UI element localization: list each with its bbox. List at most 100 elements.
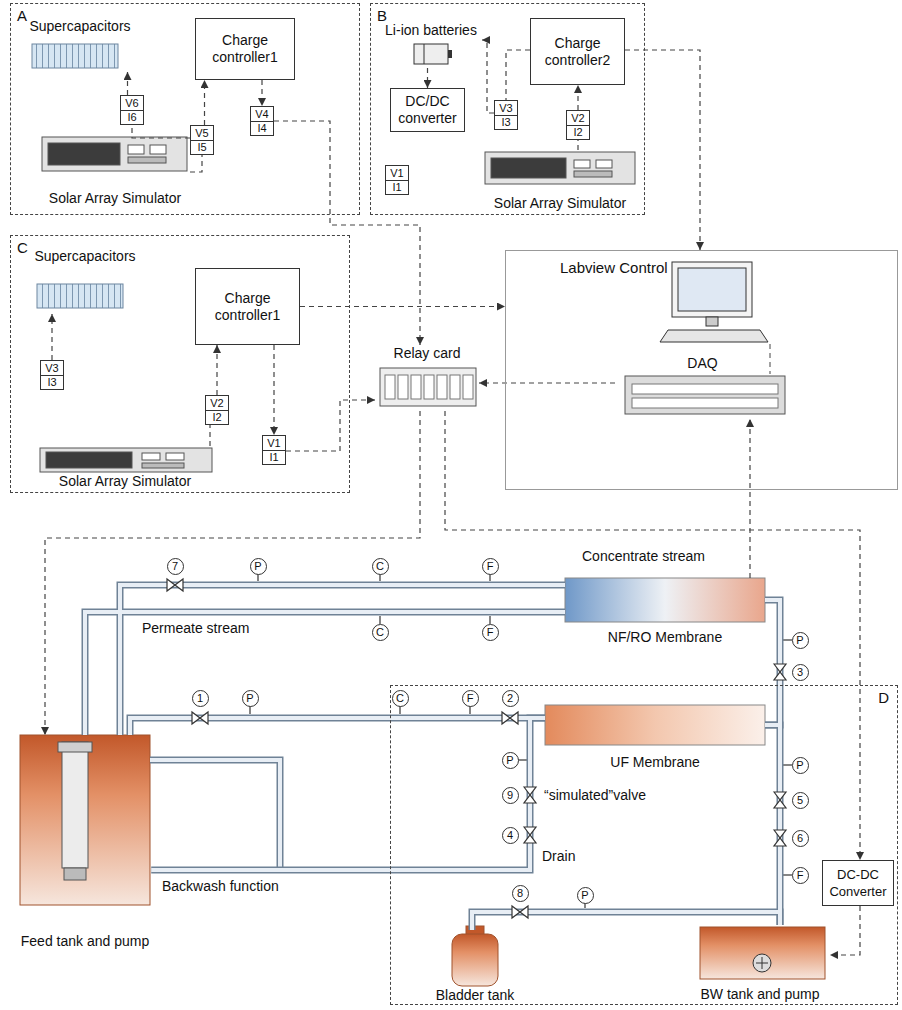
node-text: A bbox=[17, 7, 27, 24]
signal-line bbox=[749, 419, 750, 578]
relay-card-icon bbox=[437, 375, 447, 399]
computer-icon bbox=[660, 330, 768, 342]
node-text: I4 bbox=[251, 121, 273, 135]
signal-line bbox=[127, 72, 128, 95]
sensor-box: V1I1 bbox=[385, 165, 409, 195]
pipe-label: Backwash function bbox=[160, 878, 281, 894]
callout-number: 2 bbox=[502, 690, 519, 707]
node-text: Labview Control bbox=[560, 259, 668, 276]
sensor-stem bbox=[489, 574, 490, 581]
callout-number: 6 bbox=[792, 830, 809, 847]
callout-number: C bbox=[392, 690, 409, 707]
stream-label: Permeate stream bbox=[140, 620, 251, 636]
return-pipe bbox=[150, 760, 280, 870]
node-text: Solar Array Simulator bbox=[49, 190, 181, 207]
bw-tank bbox=[700, 927, 825, 979]
signal-line bbox=[427, 68, 428, 88]
water-pipe bbox=[85, 612, 565, 735]
node-text: I1 bbox=[263, 450, 285, 464]
computer-icon bbox=[672, 262, 752, 317]
controller-box: Charge controller1 bbox=[195, 18, 295, 80]
bw-tank bbox=[756, 957, 768, 969]
battery-icon bbox=[448, 50, 452, 58]
solar-simulator-icon bbox=[166, 453, 184, 460]
relay-card-icon bbox=[411, 375, 421, 399]
signal-line bbox=[190, 155, 202, 172]
node-text: Li-ion batteries bbox=[385, 22, 477, 39]
signal-line bbox=[625, 50, 700, 250]
solar-simulator-icon bbox=[42, 137, 187, 171]
valve-symbol bbox=[774, 792, 786, 808]
sensor-stem bbox=[518, 759, 527, 760]
signal-line bbox=[445, 411, 860, 860]
relay-card-icon bbox=[463, 375, 473, 399]
signal-line bbox=[204, 80, 205, 125]
dashed-region: ASupercapacitorsCharge controller1V6I6V5… bbox=[10, 3, 360, 215]
water-pipe bbox=[472, 912, 780, 930]
node-text: V5 bbox=[191, 127, 213, 140]
solar-simulator-icon bbox=[596, 160, 612, 168]
controller-box: DC-DC Converter bbox=[822, 860, 894, 906]
callout-number: 3 bbox=[792, 664, 809, 681]
stream-label: Concentrate stream bbox=[580, 548, 707, 564]
component-label: DAQ bbox=[615, 355, 790, 419]
component-label: Relay card bbox=[375, 345, 479, 411]
valve-symbol bbox=[192, 712, 208, 724]
sensor-stem bbox=[257, 574, 258, 581]
signal-line bbox=[577, 140, 578, 150]
component-label: Bladder tank bbox=[430, 930, 520, 1004]
callout-number: 1 bbox=[192, 690, 209, 707]
callout-number: P bbox=[792, 632, 809, 649]
controller-box: Charge controller2 bbox=[530, 18, 625, 85]
callout-number: 9 bbox=[502, 787, 519, 804]
bw-tank bbox=[700, 927, 825, 979]
node-text: C bbox=[17, 239, 28, 256]
node-text: V2 bbox=[206, 397, 228, 410]
supercapacitor-icon bbox=[32, 44, 118, 68]
sensor-box: V2I2 bbox=[566, 110, 590, 140]
sensor-box: V3I3 bbox=[40, 360, 64, 390]
sensor-stem bbox=[783, 764, 792, 765]
pipe-core bbox=[85, 612, 565, 735]
callout-number: P bbox=[792, 757, 809, 774]
node-text: I3 bbox=[41, 375, 63, 389]
solar-simulator-icon bbox=[142, 453, 160, 460]
callout-number: F bbox=[462, 690, 479, 707]
solar-simulator-icon bbox=[128, 145, 144, 154]
node-text: Charge controller2 bbox=[534, 35, 621, 69]
controller-box: DC/DC converter bbox=[390, 88, 465, 132]
signal-line bbox=[273, 345, 274, 435]
node-text: BW tank and pump bbox=[700, 986, 819, 1003]
component-label: UF Membrane bbox=[545, 705, 765, 771]
dashed-region: CSupercapacitorsCharge controller1V3I3V2… bbox=[10, 235, 350, 493]
node-text: I3 bbox=[495, 115, 517, 129]
solar-simulator-icon bbox=[485, 152, 635, 184]
valve-symbol bbox=[512, 906, 528, 918]
node-text: D bbox=[878, 689, 889, 706]
dashed-region: D UF MembraneBladder tank BW tank and pump… bbox=[390, 685, 898, 1005]
water-pipe bbox=[765, 725, 780, 925]
callout-number: C bbox=[372, 558, 389, 575]
node-text: Supercapacitors bbox=[29, 18, 130, 35]
component-label: Supercapacitors bbox=[25, 18, 135, 72]
signal-line bbox=[300, 306, 505, 307]
dashed-region: BLi-ion batteriesCharge controller2DC/DC… bbox=[370, 3, 645, 215]
node-text: V1 bbox=[386, 167, 408, 180]
callout-number: P bbox=[577, 887, 594, 904]
valve-symbol bbox=[167, 579, 183, 591]
sensor-stem bbox=[469, 706, 470, 714]
solar-simulator-icon bbox=[128, 157, 166, 163]
signal-line bbox=[770, 344, 771, 374]
component-label: Solar Array Simulator bbox=[480, 150, 640, 212]
bladder-tank bbox=[452, 926, 498, 986]
component-label: BW tank and pump bbox=[690, 925, 830, 1003]
water-pipe bbox=[765, 600, 780, 725]
solar-simulator-icon bbox=[150, 145, 166, 154]
node-text: Supercapacitors bbox=[34, 248, 135, 265]
node-text: I5 bbox=[191, 140, 213, 154]
node-text: UF Membrane bbox=[610, 754, 699, 771]
sensor-stem bbox=[783, 639, 792, 640]
water-pipe bbox=[120, 585, 565, 735]
